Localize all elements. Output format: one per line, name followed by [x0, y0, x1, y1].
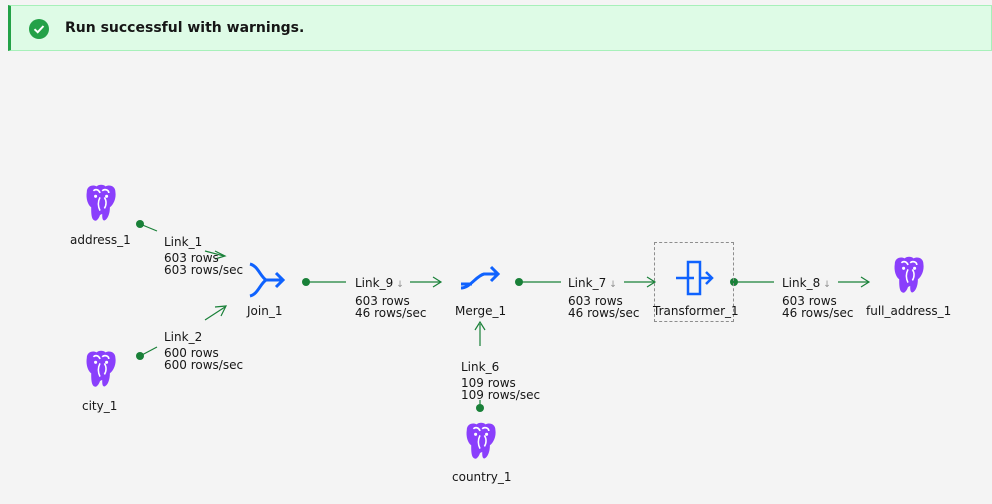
transformer-icon[interactable] — [674, 258, 714, 298]
link-2-info[interactable]: Link_2 600 rows 600 rows/sec — [164, 331, 243, 371]
link-rows: 600 rows — [164, 346, 219, 360]
checkmark-icon — [29, 19, 49, 39]
link-7-info[interactable]: Link_7↓ 603 rows 46 rows/sec — [568, 277, 639, 319]
transformer-node-label[interactable]: Transformer_1 — [653, 304, 739, 318]
link-8-info[interactable]: Link_8↓ 603 rows 46 rows/sec — [782, 277, 853, 319]
chevron-down-icon[interactable]: ↓ — [609, 280, 617, 290]
link-rate: 46 rows/sec — [568, 306, 640, 320]
status-message: Run successful with warnings. — [65, 20, 305, 36]
full-address-node-label[interactable]: full_address_1 — [866, 304, 952, 318]
chevron-down-icon[interactable]: ↓ — [396, 280, 404, 290]
link-name: Link_8 — [782, 276, 821, 290]
link-rows: 603 rows — [355, 294, 410, 308]
link-6-info[interactable]: Link_6 109 rows 109 rows/sec — [461, 361, 540, 401]
link-rows: 603 rows — [568, 294, 623, 308]
city-node-label[interactable]: city_1 — [82, 399, 118, 413]
link-rate: 603 rows/sec — [164, 263, 244, 277]
full-address-db-icon[interactable] — [886, 254, 930, 298]
link-name: Link_9 — [355, 276, 394, 290]
link-rows: 603 rows — [782, 294, 837, 308]
address-db-icon[interactable] — [78, 182, 122, 226]
join-icon[interactable] — [246, 260, 286, 300]
merge-node-label[interactable]: Merge_1 — [455, 304, 507, 318]
transformer-selection-box — [654, 242, 734, 322]
link-name: Link_1 — [164, 235, 203, 249]
link-1-info[interactable]: Link_1 603 rows 603 rows/sec — [164, 236, 243, 276]
link-rows: 603 rows — [164, 251, 219, 265]
address-node-label[interactable]: address_1 — [70, 233, 131, 247]
link-rate: 46 rows/sec — [355, 306, 427, 320]
link-9-info[interactable]: Link_9↓ 603 rows 46 rows/sec — [355, 277, 426, 319]
country-node-label[interactable]: country_1 — [452, 470, 512, 484]
link-name: Link_6 — [461, 360, 500, 374]
link-name: Link_7 — [568, 276, 607, 290]
link-rate: 600 rows/sec — [164, 358, 244, 372]
join-node-label[interactable]: Join_1 — [247, 304, 283, 318]
city-db-icon[interactable] — [78, 348, 122, 392]
link-rate: 46 rows/sec — [782, 306, 854, 320]
link-rate: 109 rows/sec — [461, 388, 541, 402]
merge-icon[interactable] — [458, 262, 502, 302]
link-name: Link_2 — [164, 330, 203, 344]
status-banner: Run successful with warnings. — [8, 5, 992, 51]
country-db-icon[interactable] — [458, 420, 502, 464]
chevron-down-icon[interactable]: ↓ — [823, 280, 831, 290]
link-rows: 109 rows — [461, 376, 516, 390]
